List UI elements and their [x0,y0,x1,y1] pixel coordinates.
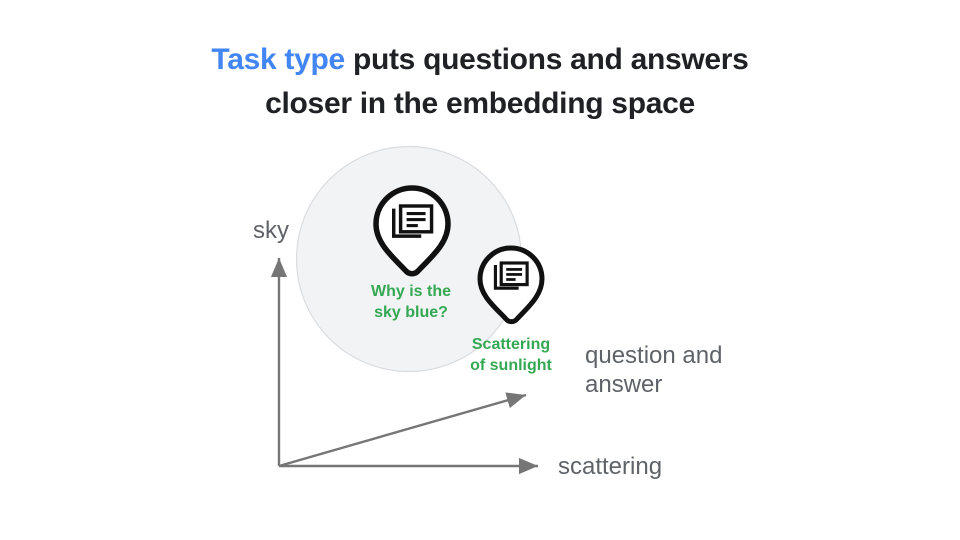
axis-label-scattering: scattering [558,453,663,480]
answer-marker[interactable] [477,245,545,325]
axis-question-answer-line [278,392,527,468]
title-rest-line-1: puts questions and answers [344,43,749,76]
question-marker-label: Why is the sky blue? [370,283,451,321]
title-line-1: Task type puts questions and answers [0,38,960,82]
title-line-2: closer in the embedding space [265,87,695,120]
question-marker[interactable] [373,185,451,277]
page-title: Task type puts questions and answers clo… [0,38,960,126]
article-stack-icon [392,204,434,238]
answer-marker-label: Scattering of sunlight [470,336,552,374]
axis-label-sky: sky [253,217,289,244]
article-stack-icon [493,261,529,290]
axis-label-question-and-answer: question and answer [585,342,723,398]
title-accent-text: Task type [211,43,345,76]
